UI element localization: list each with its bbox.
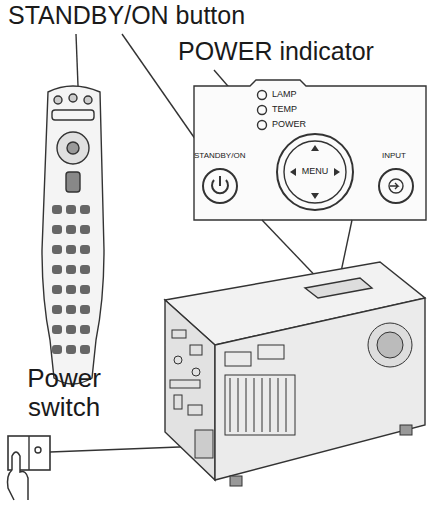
remote-key — [52, 285, 62, 294]
button-label: STANDBY/ON — [194, 152, 245, 161]
leader-line — [76, 34, 78, 86]
remote-key — [80, 205, 90, 214]
remote-key — [66, 325, 76, 334]
remote-key — [52, 345, 62, 354]
remote-key — [52, 205, 62, 214]
remote-key — [52, 225, 62, 234]
callout-label: POWER indicator — [178, 38, 374, 66]
button-label: INPUT — [382, 152, 406, 161]
indicator-led — [258, 121, 267, 130]
remote-key — [66, 245, 76, 254]
input-button — [379, 169, 413, 203]
remote-key — [80, 345, 90, 354]
remote-key — [52, 245, 62, 254]
remote-key — [52, 265, 62, 274]
indicator-led — [258, 106, 267, 115]
remote-key — [66, 305, 76, 314]
power-switch — [195, 430, 213, 458]
remote-key — [66, 225, 76, 234]
finger — [8, 452, 29, 500]
remote-key — [52, 305, 62, 314]
remote-key — [66, 205, 76, 214]
standby-button — [203, 169, 237, 203]
indicator-label: LAMP — [272, 90, 297, 100]
remote-key — [66, 285, 76, 294]
callout-label: STANDBY/ON button — [8, 2, 245, 30]
remote-key — [80, 325, 90, 334]
remote-key — [66, 345, 76, 354]
remote-key — [80, 225, 90, 234]
indicator-led — [258, 91, 267, 100]
remote-key — [66, 265, 76, 274]
button-label: MENU — [300, 167, 330, 177]
indicator-label: TEMP — [272, 105, 297, 115]
remote-key — [80, 305, 90, 314]
callout-label: Power switch — [4, 364, 124, 421]
remote-control — [42, 86, 104, 384]
remote-key — [52, 325, 62, 334]
indicator-label: POWER — [272, 120, 306, 130]
menu-button — [277, 134, 353, 210]
remote-key — [80, 265, 90, 274]
control-panel — [194, 80, 426, 220]
remote-key — [80, 245, 90, 254]
remote-key — [80, 285, 90, 294]
